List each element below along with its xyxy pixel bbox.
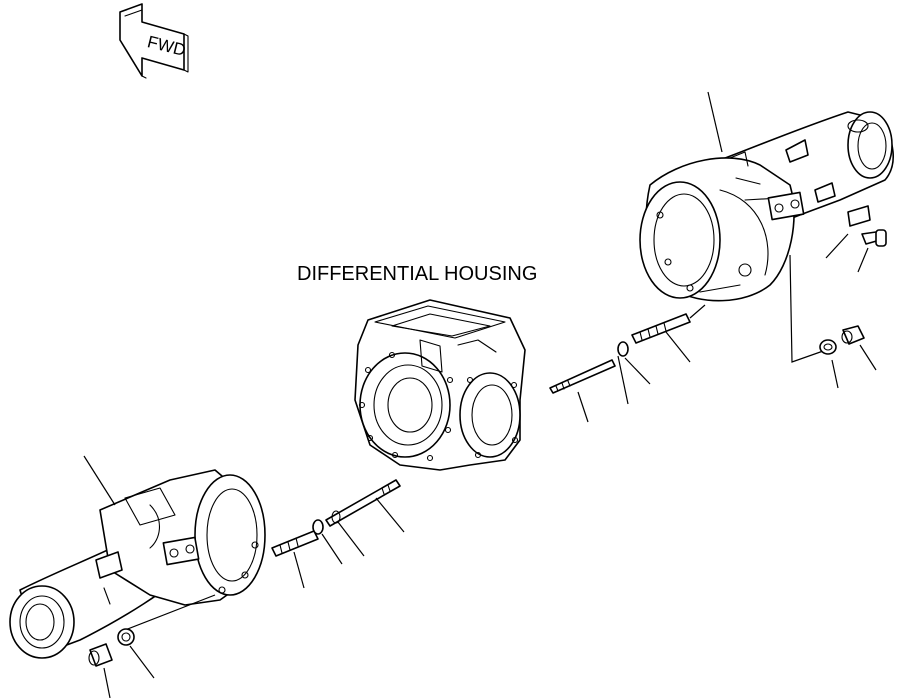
leader-stud-left [293,551,305,589]
leader-rod-right-a [617,355,629,405]
dowel-centerline-left [119,594,216,633]
leader-rod-left-a [337,521,365,557]
washer-right [617,341,629,357]
fwd-arrow-marker: FWD [119,3,189,79]
left-axle-housing [9,469,266,659]
leader-dowel-left-b [129,645,155,679]
leader-washer-left [321,533,343,565]
leader-bolt [857,247,869,273]
axis-right-stud [689,304,706,319]
dowel-pin-left-a [88,643,113,667]
leader-washer-right [624,357,651,385]
dowel-pin-left-b [117,628,135,646]
leader-plate [825,233,849,259]
leader-dowel-right-b [859,344,877,371]
leader-left-housing [83,455,116,506]
leader-stud-right [665,331,691,363]
washer-left [312,519,324,535]
leader-dowel-right-a [831,359,839,389]
dowel-pin-right-b [841,325,865,345]
stud-left [271,530,319,557]
differential-bolt-holes [358,351,519,462]
diagram-title: DIFFERENTIAL HOUSING [297,263,537,285]
leader-rod-right-b [577,391,589,423]
stud-right [631,313,691,344]
dowel-pin-right-a [819,339,837,355]
rod-left [325,479,401,527]
leader-right-housing [707,91,723,153]
differential-housing [354,299,526,471]
leader-rod-left-b [375,497,405,533]
leader-dowel-left-a [103,667,111,698]
dowel-centerline-right [789,254,827,363]
right-axle-housing [639,111,895,302]
rod-right [549,359,616,394]
